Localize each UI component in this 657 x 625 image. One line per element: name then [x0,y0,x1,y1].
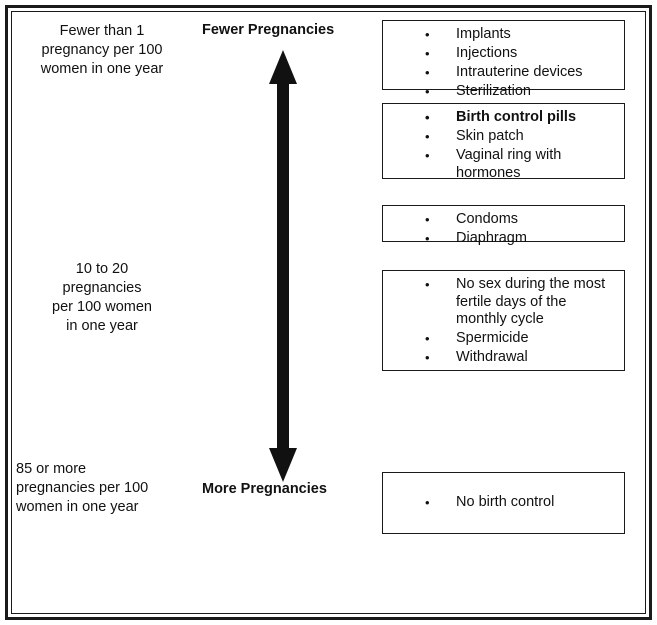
list-item: Withdrawal [383,349,624,367]
list-item: Skin patch [383,128,624,146]
list-item: Implants [383,26,624,44]
list-item: Diaphragm [383,230,624,248]
method-box-most-effective: Implants Injections Intrauterine devices… [382,20,625,100]
scale-label-fewest: Fewer than 1 pregnancy per 100 women in … [40,23,164,77]
axis-label-fewer-pregnancies: Fewer Pregnancies [202,22,335,38]
method-list: No birth control [383,473,624,533]
method-list: Implants Injections Intrauterine devices… [383,21,624,100]
scale-label-most: 85 or more pregnancies per 100 women in … [16,461,149,515]
list-item: Condoms [383,211,624,229]
list-item: Intrauterine devices [383,64,624,82]
list-item: Injections [383,45,624,63]
list-item: No sex during the most fertile days of t… [383,276,624,329]
method-box-behavioral: No sex during the most fertile days of t… [382,270,625,371]
method-box-hormonal: Birth control pills Skin patch Vaginal r… [382,103,625,181]
double-headed-vertical-arrow-icon [258,50,308,482]
page-frame-outer [5,5,652,620]
method-box-none: No birth control [382,472,625,534]
axis-label-more-pregnancies: More Pregnancies [202,481,327,497]
method-list: Condoms Diaphragm [383,206,624,248]
list-item: No birth control [383,494,624,512]
page-frame-inner [11,11,646,614]
method-list: No sex during the most fertile days of t… [383,271,624,375]
list-item: Birth control pills [383,109,624,127]
list-item: Sterilization [383,83,624,101]
list-item: Vaginal ring with hormones [383,147,624,182]
method-box-barrier: Condoms Diaphragm [382,205,625,247]
list-item: Spermicide [383,330,624,348]
method-list: Birth control pills Skin patch Vaginal r… [383,104,624,183]
scale-label-middle: 10 to 20 pregnancies per 100 women in on… [52,261,152,334]
